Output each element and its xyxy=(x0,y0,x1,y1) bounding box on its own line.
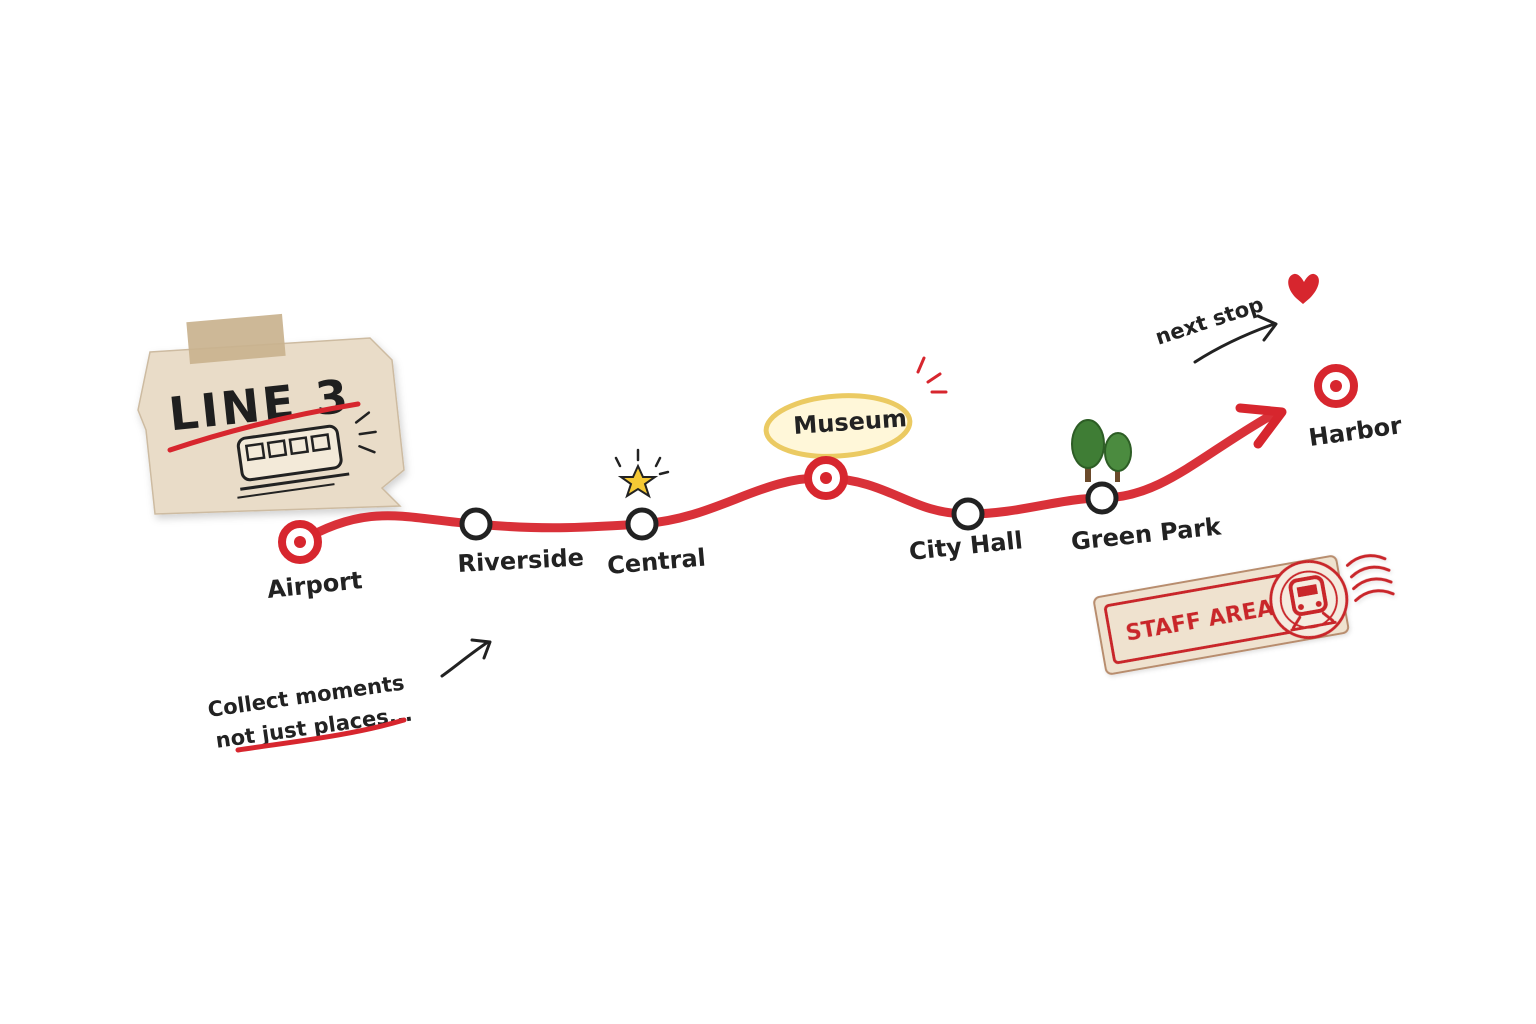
train-stamp-icon xyxy=(1269,554,1395,640)
station-central[interactable]: Central xyxy=(606,507,707,580)
station-label-central: Central xyxy=(606,543,707,579)
line-title-card xyxy=(137,337,405,515)
station-marker xyxy=(1085,481,1119,515)
tree-icon xyxy=(1071,419,1132,482)
title-underline xyxy=(167,401,361,453)
station-core xyxy=(1330,380,1342,392)
station-core xyxy=(820,472,832,484)
station-label-harbor: Harbor xyxy=(1307,411,1404,452)
station-marker xyxy=(951,497,985,531)
collect-note-underline xyxy=(235,717,407,753)
heart-icon xyxy=(1288,273,1319,304)
station-airport[interactable]: Airport xyxy=(266,520,364,604)
station-harbor[interactable]: Harbor xyxy=(1307,364,1404,452)
next-stop-arrow xyxy=(1193,314,1278,364)
station-label-city-hall: City Hall xyxy=(908,526,1024,566)
star-icon xyxy=(614,448,670,499)
station-label-airport: Airport xyxy=(266,566,364,604)
museum-halo xyxy=(763,393,913,459)
station-marker xyxy=(625,507,659,541)
station-label-green-park: Green Park xyxy=(1070,512,1224,556)
route-arrowhead xyxy=(1235,403,1287,449)
museum-sparkle-marks xyxy=(916,356,948,394)
collect-note-arrow xyxy=(440,638,492,678)
station-label-riverside: Riverside xyxy=(457,543,585,578)
station-core xyxy=(294,536,306,548)
station-green-park[interactable]: Green Park xyxy=(1070,481,1224,556)
next-stop-note: next stop xyxy=(1152,292,1266,349)
staff-area-stamp: STAFF AREA xyxy=(1093,554,1395,675)
station-marker xyxy=(459,507,493,541)
station-riverside[interactable]: Riverside xyxy=(457,507,585,578)
tape-icon xyxy=(186,313,286,365)
tram-icon xyxy=(236,411,377,499)
